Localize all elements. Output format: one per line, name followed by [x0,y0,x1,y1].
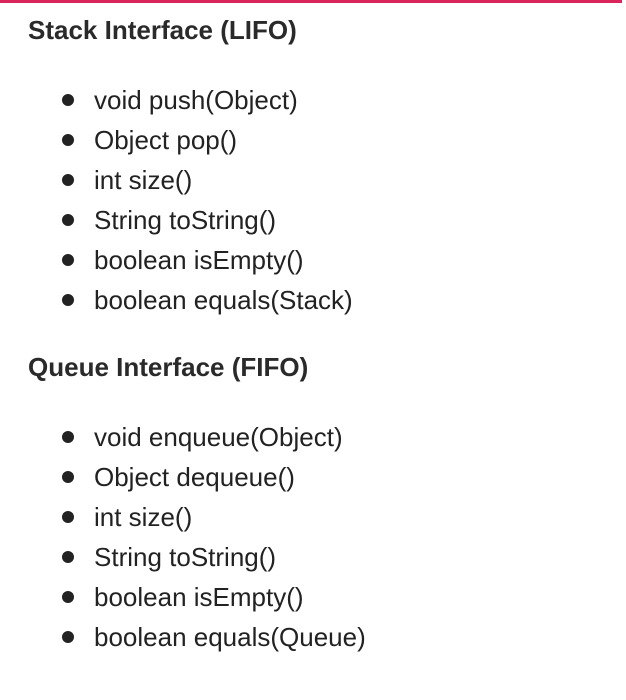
queue-method-item: void enqueue(Object) [28,417,608,457]
stack-method-item: boolean isEmpty() [28,240,608,280]
stack-method-item: int size() [28,160,608,200]
stack-method-item: Object pop() [28,120,608,160]
stack-method-item: String toString() [28,200,608,240]
bullet-icon [62,471,74,483]
bullet-icon [62,174,74,186]
stack-method-list: void push(Object) Object pop() int size(… [28,80,608,320]
queue-method-item: boolean equals(Queue) [28,617,608,657]
bullet-icon [62,254,74,266]
bullet-icon [62,511,74,523]
bullet-icon [62,551,74,563]
method-signature: boolean equals(Queue) [94,622,366,652]
queue-method-item: String toString() [28,537,608,577]
bullet-icon [62,631,74,643]
queue-method-item: boolean isEmpty() [28,577,608,617]
bullet-icon [62,591,74,603]
queue-interface-title: Queue Interface (FIFO) [28,352,309,382]
queue-interface-section: Queue Interface (FIFO) void enqueue(Obje… [28,351,608,657]
bullet-icon [62,294,74,306]
method-signature: boolean isEmpty() [94,245,304,275]
bullet-icon [62,134,74,146]
queue-method-item: Object dequeue() [28,457,608,497]
stack-interface-title: Stack Interface (LIFO) [28,15,297,45]
method-signature: Object dequeue() [94,462,295,492]
bullet-icon [62,431,74,443]
method-signature: void push(Object) [94,85,298,115]
method-signature: Object pop() [94,125,238,155]
queue-method-item: int size() [28,497,608,537]
method-signature: String toString() [94,542,277,572]
method-signature: boolean equals(Stack) [94,285,353,315]
method-signature: String toString() [94,205,277,235]
method-signature: int size() [94,165,193,195]
stack-method-item: boolean equals(Stack) [28,280,608,320]
method-signature: boolean isEmpty() [94,582,304,612]
stack-method-item: void push(Object) [28,80,608,120]
queue-method-list: void enqueue(Object) Object dequeue() in… [28,417,608,657]
method-signature: int size() [94,502,193,532]
bullet-icon [62,214,74,226]
method-signature: void enqueue(Object) [94,422,343,452]
bullet-icon [62,94,74,106]
top-accent-bar [0,0,622,3]
stack-interface-section: Stack Interface (LIFO) void push(Object)… [28,14,608,320]
